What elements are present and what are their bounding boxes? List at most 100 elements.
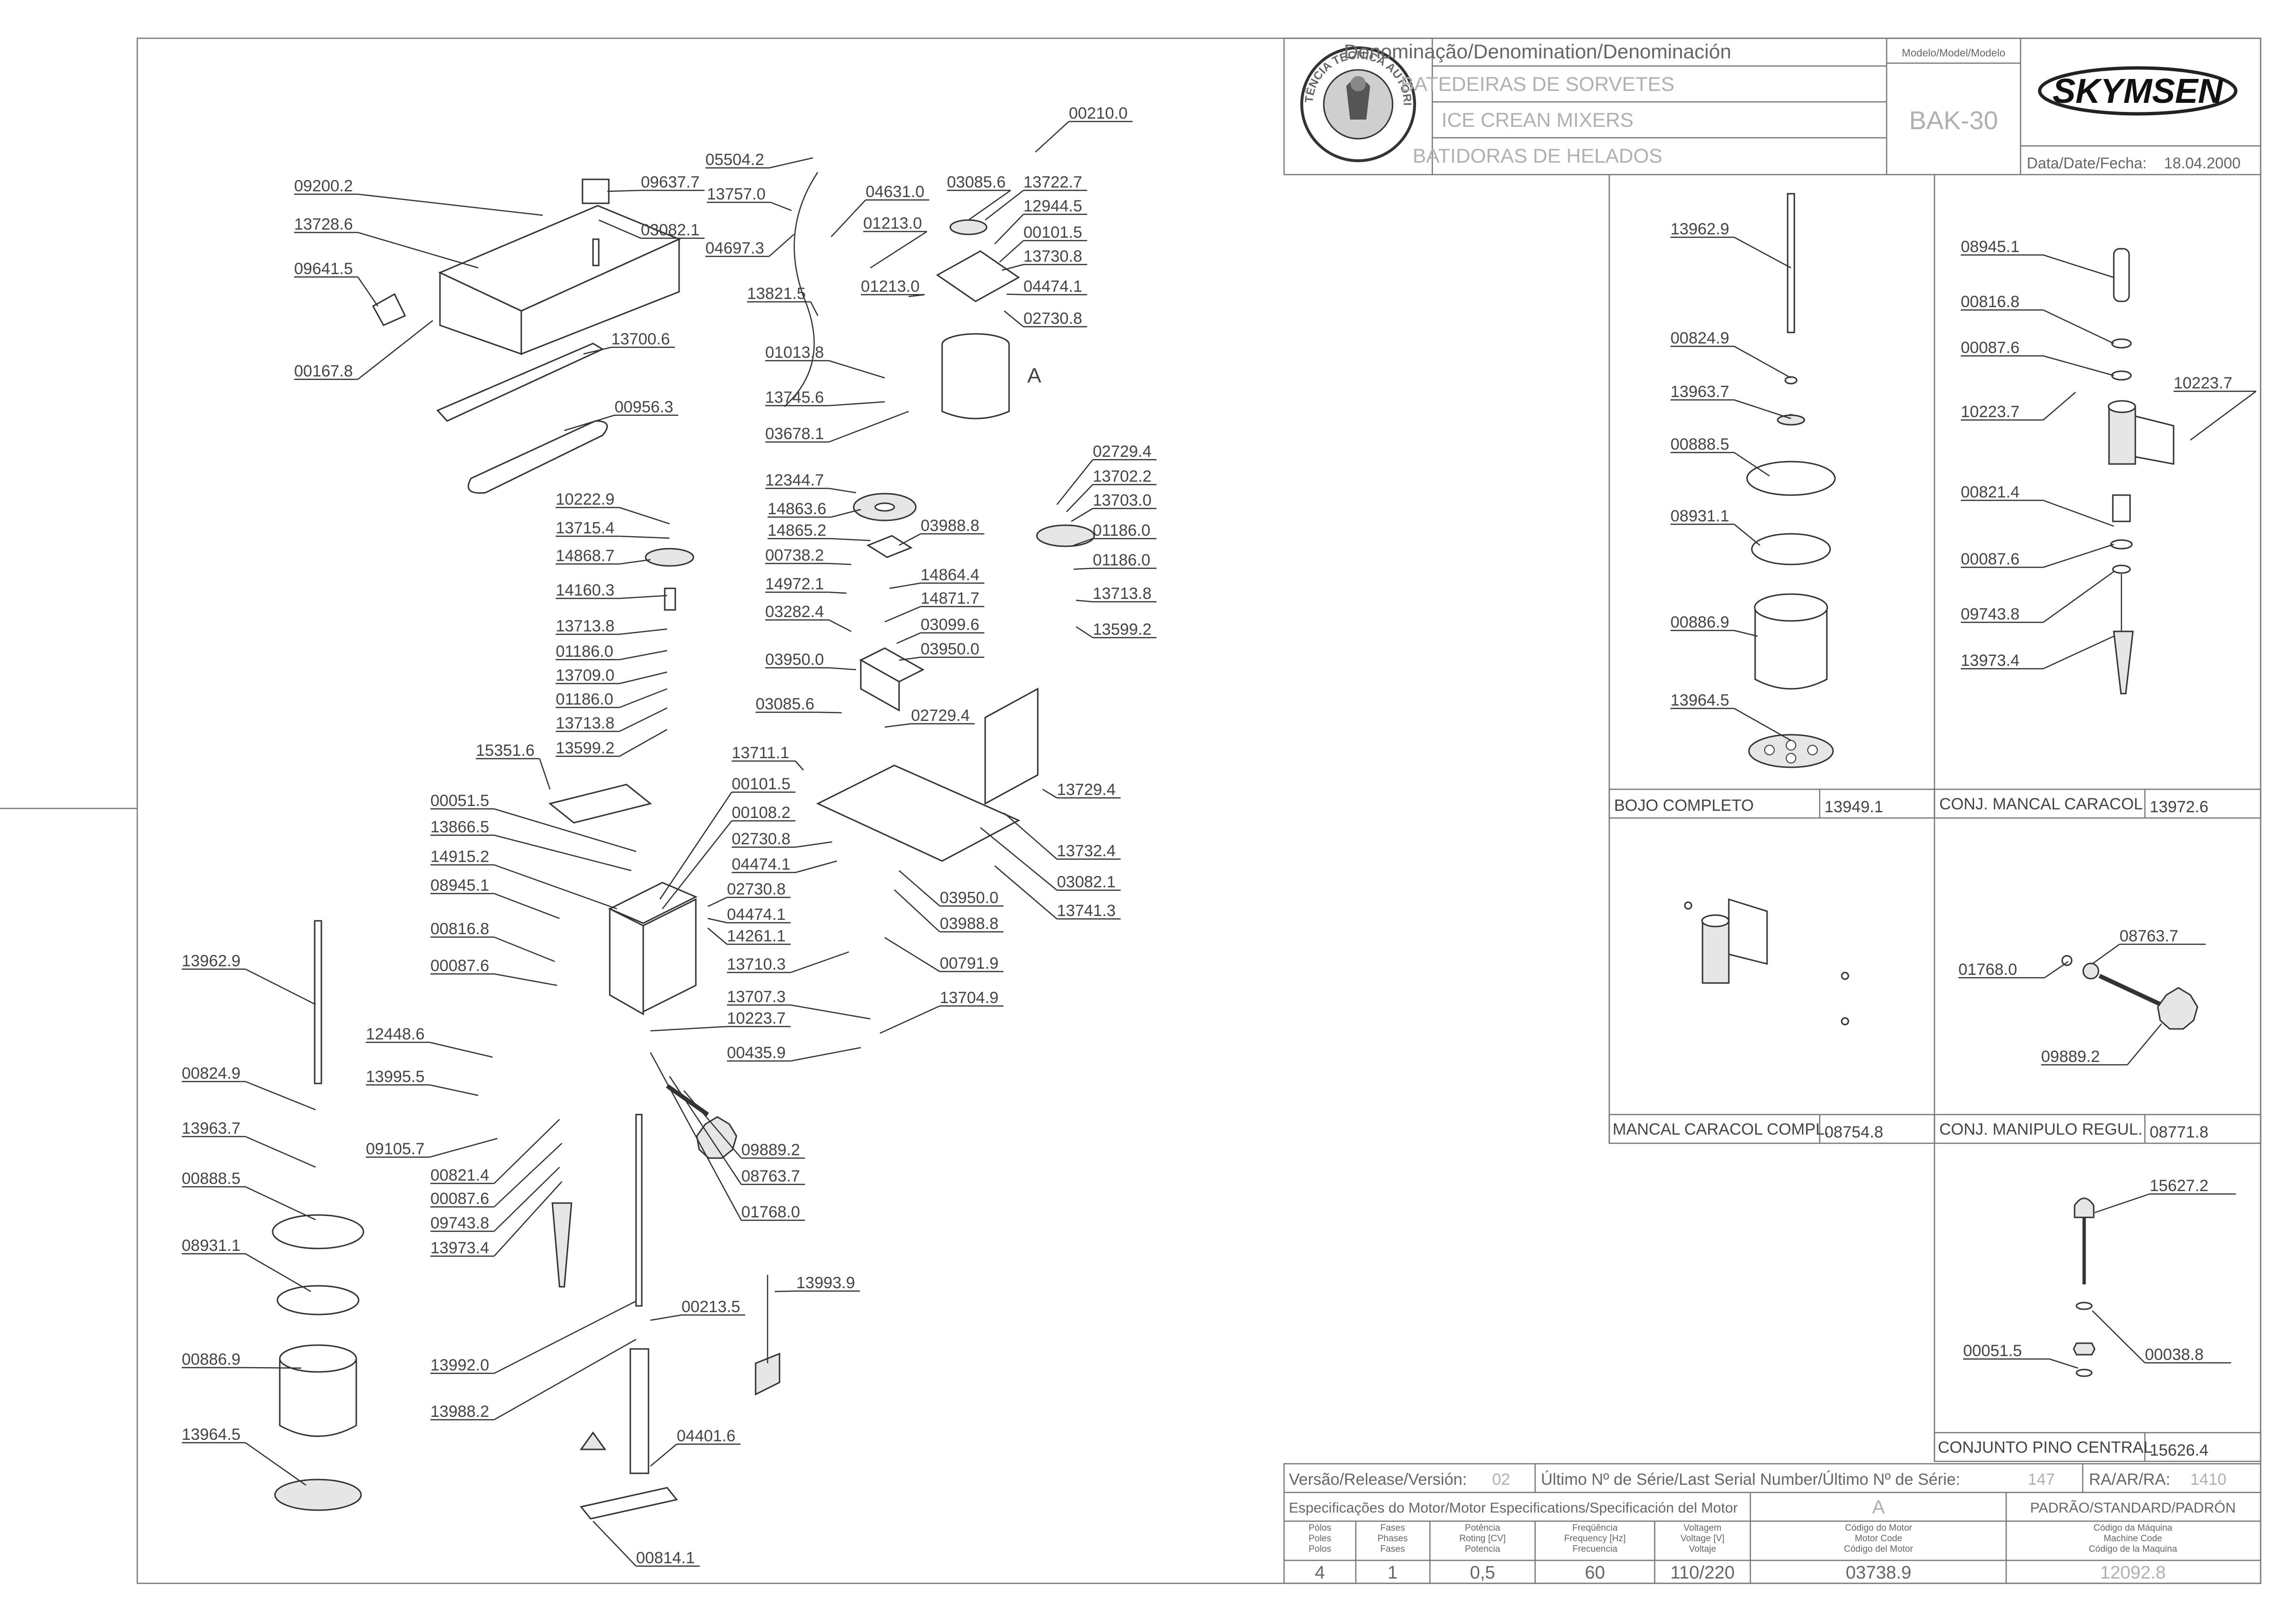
part-number-label: 00816.8 bbox=[1961, 293, 2020, 311]
part-number-label: 13973.4 bbox=[1961, 652, 2020, 670]
leader-line bbox=[2127, 1023, 2162, 1065]
part-number-label: 13962.9 bbox=[182, 952, 241, 970]
leader-line bbox=[2043, 355, 2114, 376]
leader-line bbox=[769, 234, 794, 257]
svg-text:Freqüência: Freqüência bbox=[1572, 1523, 1617, 1533]
part-number-label: 08931.1 bbox=[182, 1237, 241, 1255]
part-number-label: 01186.0 bbox=[1093, 551, 1150, 569]
leader-line bbox=[831, 538, 871, 541]
leader-line bbox=[774, 1290, 797, 1293]
assembly-name-center-pin: CONJUNTO PINO CENTRAL bbox=[1938, 1438, 2153, 1457]
leader-line bbox=[791, 1004, 871, 1020]
leader-line bbox=[1734, 399, 1791, 420]
version-label: Versão/Release/Versión: bbox=[1289, 1470, 1467, 1489]
part-number-label: 01186.0 bbox=[1093, 521, 1150, 540]
part-number-label: 13995.5 bbox=[366, 1068, 425, 1086]
svg-text:Pólos: Pólos bbox=[1308, 1523, 1331, 1533]
svg-text:Fases: Fases bbox=[1380, 1523, 1405, 1533]
leader-line bbox=[1073, 538, 1093, 546]
spec-values: 4 1 0,5 60 110/220 03738.9 12092.8 bbox=[1315, 1563, 2165, 1583]
leader-line bbox=[494, 936, 555, 962]
leader-line bbox=[899, 656, 921, 661]
leader-line bbox=[985, 190, 1024, 221]
part-number-label: 04697.3 bbox=[705, 239, 764, 257]
part-number-label: 00087.6 bbox=[430, 957, 489, 975]
leader-line bbox=[2044, 961, 2069, 979]
leader-line bbox=[494, 1181, 562, 1257]
bearing-part-labels: 08945.100816.800087.610223.710223.700821… bbox=[1961, 238, 2257, 670]
part-number-label: 00108.2 bbox=[732, 804, 791, 822]
leader-line bbox=[884, 606, 921, 623]
part-number-label: 13709.0 bbox=[556, 666, 615, 685]
leader-line bbox=[2043, 254, 2114, 278]
leader-line bbox=[539, 758, 551, 790]
part-number-label: 13722.7 bbox=[1023, 173, 1082, 191]
leader-line bbox=[2049, 1358, 2078, 1369]
leader-line bbox=[619, 688, 668, 708]
leader-line bbox=[810, 301, 819, 316]
leader-line bbox=[1056, 459, 1093, 505]
svg-text:Phases: Phases bbox=[1377, 1534, 1407, 1544]
part-number-label: 00101.5 bbox=[732, 775, 791, 793]
leader-line bbox=[1076, 626, 1093, 639]
spec-column-headers: Pólos Poles Polos Fases Phases Fases Pot… bbox=[1308, 1523, 2177, 1554]
title-block: ASSISTÊNCIA TÉCNICA AUTORIZADA Denominaç… bbox=[0, 0, 2262, 176]
part-number-label: 13710.3 bbox=[727, 955, 786, 973]
leader-line bbox=[707, 928, 727, 945]
leader-line bbox=[357, 276, 379, 307]
part-number-label: 03950.0 bbox=[940, 889, 999, 907]
part-number-label: 13730.8 bbox=[1023, 247, 1082, 265]
part-number-label: 10223.7 bbox=[2174, 374, 2232, 392]
part-number-label: 12448.6 bbox=[366, 1025, 425, 1043]
part-number-label: 05504.2 bbox=[705, 151, 764, 169]
ra-value: 1410 bbox=[2190, 1470, 2227, 1489]
skymsen-logo: SKYMSEN bbox=[2038, 66, 2238, 116]
part-number-label: 09743.8 bbox=[1961, 605, 2020, 623]
part-number-label: 00738.2 bbox=[765, 546, 824, 564]
leader-line bbox=[650, 1026, 727, 1032]
assembly-name-knob: CONJ. MANIPULO REGUL. bbox=[1939, 1120, 2142, 1138]
leader-line bbox=[980, 827, 1057, 891]
leader-line bbox=[707, 896, 727, 907]
name-pt: BATEDEIRAS DE SORVETES bbox=[1401, 73, 1675, 95]
part-number-label: 01013.8 bbox=[765, 343, 824, 362]
leader-line bbox=[683, 1090, 742, 1159]
svg-text:Voltage [V]: Voltage [V] bbox=[1681, 1534, 1725, 1544]
part-number-label: 14865.2 bbox=[768, 521, 826, 540]
part-number-label: 00824.9 bbox=[1670, 329, 1729, 347]
svg-text:ASSISTÊNCIA TÉCNICA AUTORIZADA: ASSISTÊNCIA TÉCNICA AUTORIZADA bbox=[0, 0, 1414, 106]
part-number-label: 13715.4 bbox=[556, 519, 615, 537]
leader-line bbox=[2094, 1193, 2150, 1214]
part-number-label: 00886.9 bbox=[182, 1350, 241, 1369]
leader-line bbox=[829, 667, 857, 671]
svg-text:Machine Code: Machine Code bbox=[2104, 1534, 2163, 1544]
ra-label: RA/AR/RA: bbox=[2089, 1470, 2170, 1489]
part-number-label: 13703.0 bbox=[1093, 491, 1152, 509]
part-number-label: 14915.2 bbox=[430, 848, 489, 866]
leader-line bbox=[829, 401, 885, 407]
assembly-name-bearing-compl: MANCAL CARACOL COMPL. bbox=[1613, 1120, 1829, 1138]
leader-line bbox=[583, 346, 612, 355]
part-number-label: 13992.0 bbox=[430, 1356, 489, 1374]
svg-text:Potência: Potência bbox=[1465, 1523, 1500, 1533]
part-number-label: 13700.6 bbox=[611, 330, 670, 348]
spec-phases: 1 bbox=[1387, 1563, 1397, 1583]
part-number-label: 01213.0 bbox=[863, 214, 922, 232]
leader-line bbox=[795, 841, 833, 848]
leader-line bbox=[829, 487, 857, 494]
part-number-label: 13704.9 bbox=[940, 989, 999, 1007]
model-label: Modelo/Model/Modelo bbox=[1902, 47, 2005, 59]
serial-value: 147 bbox=[2028, 1470, 2055, 1489]
part-number-label: 00435.9 bbox=[727, 1044, 786, 1062]
serial-label: Último Nº de Série/Last Serial Number/Úl… bbox=[1541, 1470, 1960, 1489]
leader-line bbox=[994, 865, 1057, 919]
part-number-label: 00956.3 bbox=[615, 398, 673, 416]
part-number-label: 12944.5 bbox=[1023, 197, 1082, 215]
leader-line bbox=[429, 1084, 479, 1096]
svg-text:Código do Motor: Código do Motor bbox=[1845, 1523, 1912, 1533]
leader-line bbox=[619, 507, 670, 525]
motor-callout-letter: A bbox=[1027, 364, 1042, 387]
leader-line bbox=[1006, 293, 1024, 296]
part-number-label: 02729.4 bbox=[1093, 442, 1152, 461]
leader-line bbox=[795, 761, 804, 771]
